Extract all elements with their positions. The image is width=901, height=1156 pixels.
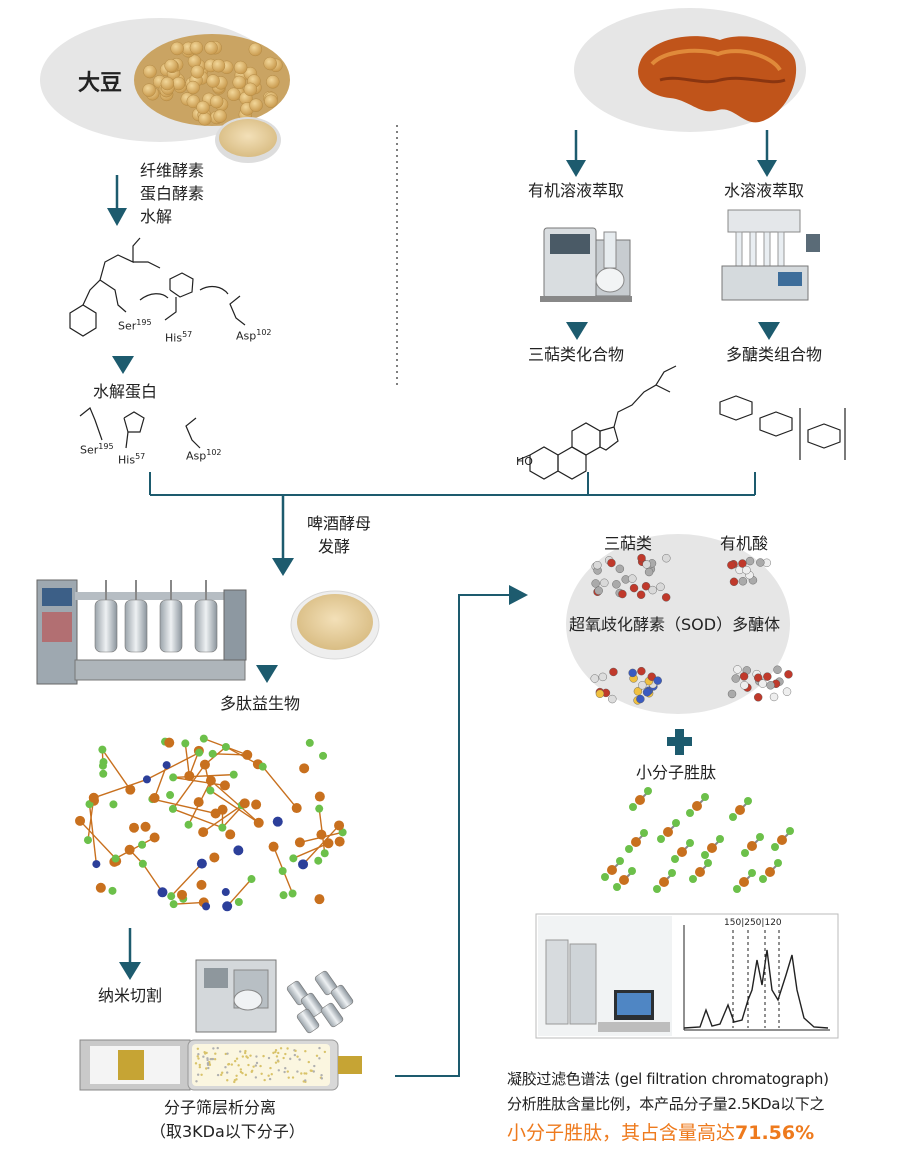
conclusion-highlight-text: 小分子胜肽，其占含量高达 (507, 1122, 736, 1144)
ferment-line2: 发酵 (318, 537, 351, 556)
organic-acid-label: 有机酸 (720, 534, 769, 553)
reishi-image (574, 8, 806, 132)
conclusion-line1: 凝胶过滤色谱法 (gel filtration chromatograph) (507, 1070, 829, 1088)
fermenter-image (36, 579, 247, 685)
ferment-line1: 啤酒酵母 (307, 514, 372, 533)
chromatogram-peak-labels: 150|250|120 (724, 918, 782, 928)
molecule-network-image (75, 734, 347, 912)
sod-polysaccharide-label: 超氧歧化酵素（SOD）多醣体 (569, 615, 781, 634)
powder-image (290, 590, 380, 660)
arrow-right-icon (395, 585, 528, 1077)
asp-label-2: Asp102 (186, 448, 222, 463)
plus-icon (667, 729, 692, 755)
hydrolyzed-protein-label: 水解蛋白 (93, 382, 158, 401)
small-peptide-label: 小分子胜肽 (636, 763, 717, 782)
his-label: His57 (165, 330, 193, 345)
water-extraction-label: 水溶液萃取 (724, 181, 805, 200)
soybean-image (40, 18, 290, 163)
sieve-label: 分子筛层析分离 (164, 1098, 277, 1117)
his-label-2: His57 (118, 452, 146, 467)
soybean-label: 大豆 (78, 71, 123, 96)
organic-extraction-label: 有机溶液萃取 (528, 181, 625, 200)
membrane-image (79, 959, 362, 1091)
conclusion-highlight-value: 71.56% (735, 1122, 815, 1144)
ser-label: Ser195 (118, 318, 152, 333)
sieve-note-label: （取3KDa以下分子） (150, 1122, 305, 1141)
terpene-compound-label: 三萜类化合物 (528, 345, 625, 364)
arrow-down-icon (107, 175, 127, 226)
enzyme-step-line2: 蛋白酵素 (140, 184, 205, 203)
conclusion-highlight: 小分子胜肽，其占含量高达71.56% (507, 1120, 814, 1146)
conclusion-line2: 分析胜肽含量比例，本产品分子量2.5KDa以下之 (507, 1095, 825, 1113)
polysaccharide-compound-label: 多醣类组合物 (726, 345, 823, 364)
nano-cut-label: 纳米切割 (98, 986, 163, 1005)
ser-label-2: Ser195 (80, 442, 114, 457)
hplc-image (535, 913, 839, 1039)
probiotic-label: 多肽益生物 (220, 694, 301, 713)
enzyme-structure (69, 237, 846, 480)
asp-label: Asp102 (236, 328, 272, 343)
terpene-label: 三萜类 (604, 534, 653, 553)
enzyme-step-line1: 纤维酵素 (140, 161, 205, 180)
ho-label: HO (516, 455, 533, 468)
enzyme-step-line3: 水解 (140, 207, 173, 226)
extractor-image (540, 209, 820, 302)
